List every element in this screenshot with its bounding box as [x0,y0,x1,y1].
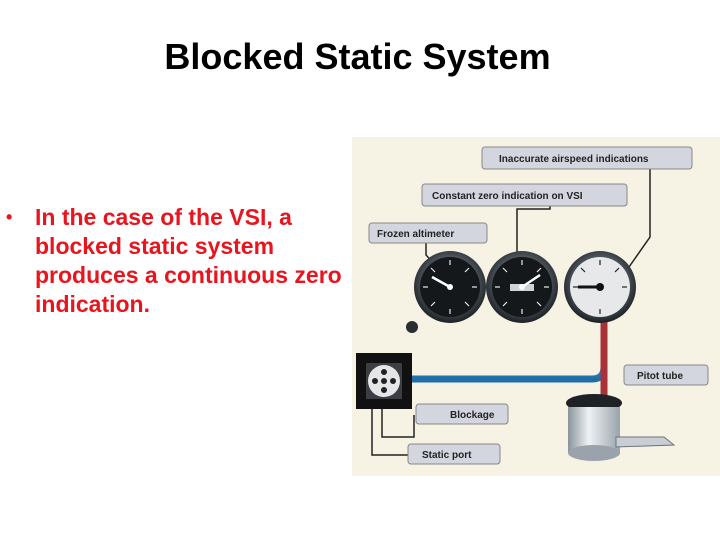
label-inaccurate-airspeed-text: Inaccurate airspeed indications [499,154,649,165]
label-constant-zero-vsi-text: Constant zero indication on VSI [432,191,583,202]
slide-title: Blocked Static System [164,36,551,77]
label-pitot-tube: Pitot tube [623,364,709,386]
label-inaccurate-airspeed: Inaccurate airspeed indications [481,146,693,170]
label-frozen-altimeter: Frozen altimeter [368,222,488,244]
label-blockage-text: Blockage [450,410,495,421]
altimeter-gauge [486,251,558,323]
bullet-list: • In the case of the VSI, a blocked stat… [0,203,352,319]
bullet-text: In the case of the VSI, a blocked static… [35,204,342,317]
label-static-port: Static port [407,443,501,465]
label-frozen-altimeter-text: Frozen altimeter [377,229,454,240]
label-blockage: Blockage [415,403,509,425]
bullet-item: • In the case of the VSI, a blocked stat… [0,203,352,319]
blockage-plug [406,321,418,333]
label-pitot-tube-text: Pitot tube [637,371,684,382]
blocked-static-system-diagram: Inaccurate airspeed indications Constant… [352,137,720,476]
airspeed-indicator-gauge [414,251,486,323]
pitot-tube-assembly [566,394,676,461]
static-port-assembly [356,353,412,409]
bullet-marker: • [6,207,13,227]
label-static-port-text: Static port [422,450,472,461]
vsi-gauge [564,251,636,323]
label-constant-zero-vsi: Constant zero indication on VSI [421,183,628,207]
